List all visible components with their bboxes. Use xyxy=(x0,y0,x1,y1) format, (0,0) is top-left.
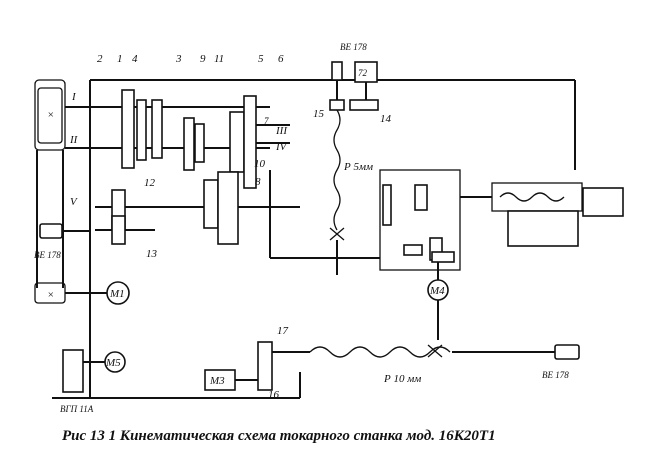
gear-label-4: 4 xyxy=(132,53,138,65)
cross-screw-label: Р 5мм xyxy=(343,161,373,173)
gear-label-13: 13 xyxy=(146,248,158,260)
shaft-label-III: III xyxy=(275,125,288,137)
belt-drive: × × xyxy=(34,79,66,304)
encoder-left-label: ВЕ 178 xyxy=(34,250,61,260)
gear-label-2: 2 xyxy=(97,53,103,65)
shaft-label-V: V xyxy=(70,196,78,208)
longitudinal-feed: 17 16 Р 10 мм ВЕ 178 xyxy=(257,325,580,401)
motor-m3: М3 xyxy=(204,369,258,391)
gear-label-12: 12 xyxy=(144,177,156,189)
top-feed-drive: 72 ВЕ 178 15 14 xyxy=(313,42,392,125)
gear-label-15: 15 xyxy=(313,108,325,120)
gear-label-1: 1 xyxy=(117,53,123,65)
gear-label-14: 14 xyxy=(380,113,392,125)
gear-label-3: 3 xyxy=(175,53,182,65)
encoder-left: ВЕ 178 xyxy=(34,223,90,260)
shaft-label-I: I xyxy=(71,91,77,103)
cross-feed-screw: Р 5мм xyxy=(329,109,373,275)
gear-label-11: 11 xyxy=(214,53,224,65)
apron xyxy=(379,169,461,271)
motor-m5-label: М5 xyxy=(105,357,121,369)
motor-m4: М4 xyxy=(427,262,449,340)
motor-m1: М1 xyxy=(65,281,130,305)
encoder-right-label: ВЕ 178 xyxy=(542,370,569,380)
shaft-label-II: II xyxy=(69,134,79,146)
figure-caption: Рис 13 1 Кинематическая схема токарного … xyxy=(62,428,496,444)
svg-text:×: × xyxy=(47,109,54,121)
svg-text:×: × xyxy=(47,289,54,301)
gearbox: 1 2 4 3 9 11 5 6 7 10 8 12 13 xyxy=(97,53,284,260)
shaft-label-IV: IV xyxy=(275,141,288,153)
gear-label-7: 7 xyxy=(264,116,269,126)
encoder-top-label: ВЕ 178 xyxy=(340,42,367,52)
long-screw-label: Р 10 мм xyxy=(383,373,421,385)
gear-label-17: 17 xyxy=(277,325,289,337)
gear-label-6: 6 xyxy=(278,53,284,65)
motor-m4-label: М4 xyxy=(429,285,445,297)
turret-drive: М5 ВГП 11А xyxy=(60,349,126,414)
gear-label-8: 8 xyxy=(255,176,261,188)
vgp-label: ВГП 11А xyxy=(60,404,94,414)
gear-label-5: 5 xyxy=(258,53,264,65)
spindle-area xyxy=(460,182,624,247)
motor-m3-label: М3 xyxy=(209,375,225,387)
gear-label-10: 10 xyxy=(254,158,266,170)
box-72-label: 72 xyxy=(358,68,368,78)
gear-label-16: 16 xyxy=(268,389,280,401)
motor-m1-label: М1 xyxy=(109,288,125,300)
gear-label-9: 9 xyxy=(200,53,206,65)
